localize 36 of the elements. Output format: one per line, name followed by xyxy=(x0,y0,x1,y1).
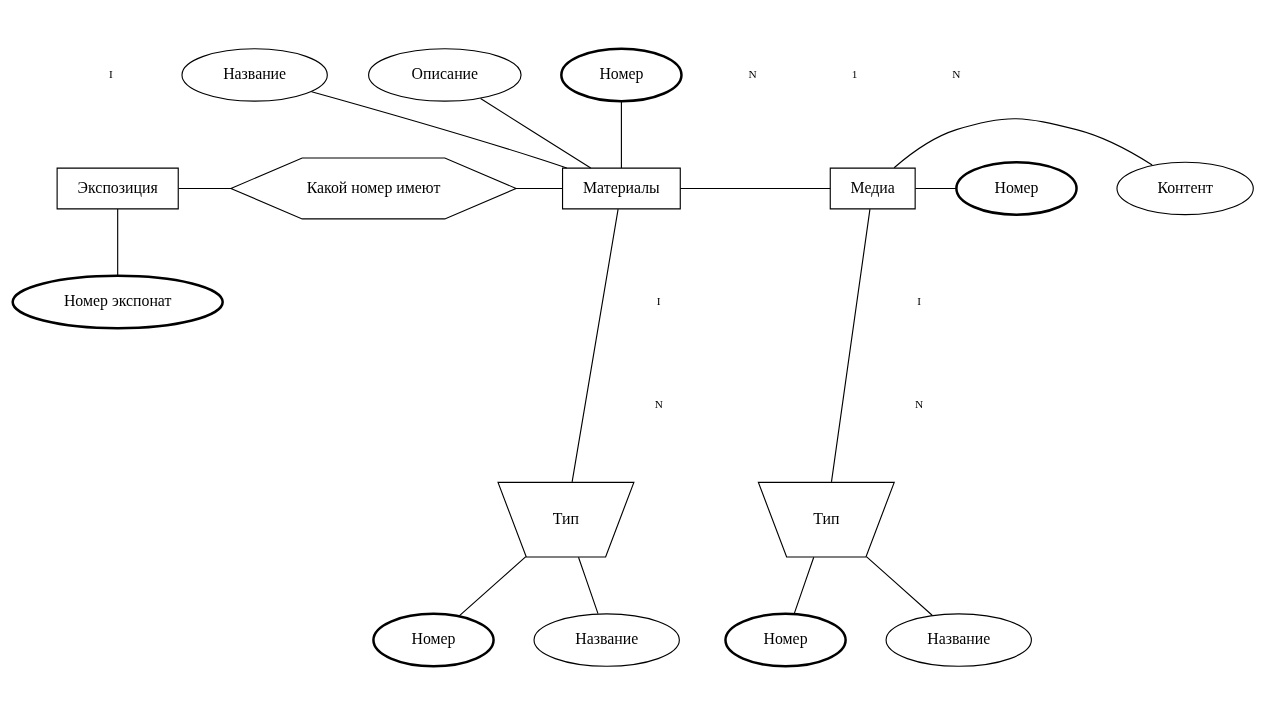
node-ellipse: Название xyxy=(885,613,1032,667)
connector xyxy=(577,556,599,615)
connector xyxy=(865,556,933,616)
node-ellipse: Описание xyxy=(368,48,522,102)
label: N xyxy=(748,67,757,80)
node-box: Экспозиция xyxy=(56,167,179,210)
connector xyxy=(620,101,622,169)
connector xyxy=(679,187,831,190)
connector xyxy=(480,98,592,169)
connector xyxy=(793,556,815,615)
label: I xyxy=(656,294,661,307)
connector xyxy=(893,118,1153,169)
connector xyxy=(117,208,119,276)
node-ellipse: Номер xyxy=(955,161,1078,216)
node-ellipse: Контент xyxy=(1116,161,1254,216)
connector xyxy=(458,556,527,617)
label: I xyxy=(917,294,921,307)
node-ellipse: Номер экспонат xyxy=(11,274,224,330)
connector xyxy=(830,208,871,483)
node-ellipse: Название xyxy=(181,48,328,102)
connector xyxy=(515,187,563,190)
connector xyxy=(178,187,232,190)
connector xyxy=(914,187,957,190)
label: N xyxy=(915,398,924,411)
node-box: Медиа xyxy=(829,167,916,210)
node-ellipse: Номер xyxy=(560,47,683,103)
label: 1 xyxy=(851,67,858,80)
label: I xyxy=(109,67,113,80)
node-ellipse: Номер xyxy=(372,612,495,668)
connector xyxy=(571,208,619,483)
node-ellipse: Название xyxy=(533,613,680,667)
label: N xyxy=(654,398,663,411)
node-ellipse: Номер xyxy=(724,612,847,668)
node-box: Материалы xyxy=(562,167,681,210)
label: N xyxy=(952,67,961,80)
connector xyxy=(311,91,568,169)
